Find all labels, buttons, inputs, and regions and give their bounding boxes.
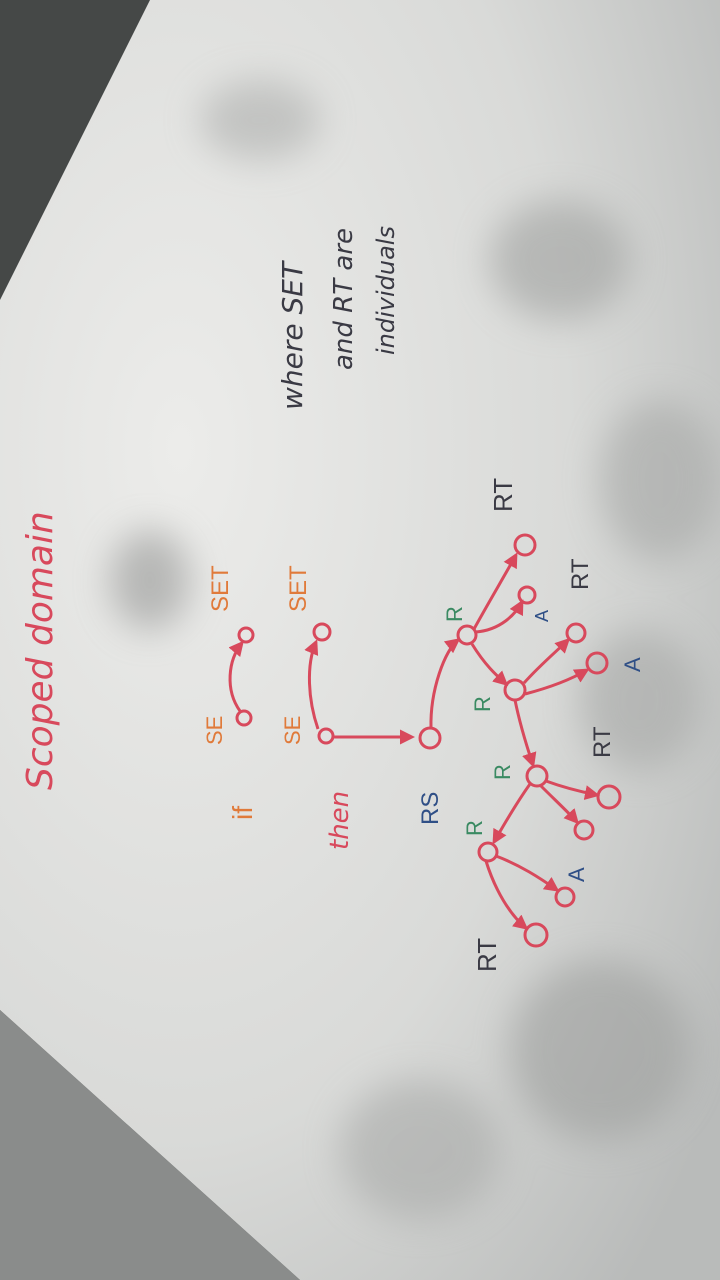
a-node-4 (554, 886, 576, 908)
a-node-3 (573, 819, 595, 841)
r-node-bottom (477, 841, 499, 863)
rt-label-4: RT (472, 938, 502, 972)
a-label-2: A (620, 657, 645, 672)
a-label-3: A (564, 867, 589, 882)
note-line-2: and RT are (329, 228, 359, 370)
if-label: if (227, 806, 258, 820)
se-label-then: SE (280, 716, 305, 745)
rt-label-3: RT (589, 726, 616, 758)
note-line-3: individuals (372, 226, 400, 355)
if-rule-graph (228, 626, 255, 727)
rt-node-2 (565, 622, 587, 644)
r-node-top (456, 624, 478, 646)
set-label-if: SET (207, 565, 234, 612)
a-node-2 (585, 651, 609, 675)
a-node-1 (517, 585, 537, 605)
a-label-1: A (532, 610, 552, 622)
red-tree-graph (418, 533, 622, 948)
se-node-then (317, 727, 335, 745)
rt-label-2: RT (567, 558, 594, 590)
rs-label: RS (417, 792, 444, 825)
se-node-if (235, 709, 253, 727)
set-node-if (237, 626, 255, 644)
then-label: then (325, 791, 355, 850)
rt-node-4 (523, 922, 549, 948)
r-label-2: R (470, 696, 495, 712)
then-rule-graph (304, 622, 415, 745)
board-title: Scoped domain (20, 511, 61, 790)
note-line-1: where SET (276, 260, 309, 410)
se-label-if: SE (202, 716, 227, 745)
r-label-1: R (442, 606, 467, 622)
set-label-then: SET (285, 565, 312, 612)
r-label-3: R (490, 764, 515, 780)
r-label-4: R (462, 820, 487, 836)
rt-label-1: RT (488, 478, 518, 512)
set-node-then (312, 622, 332, 642)
r-node-lower (525, 764, 549, 788)
rt-node-1 (513, 533, 537, 557)
